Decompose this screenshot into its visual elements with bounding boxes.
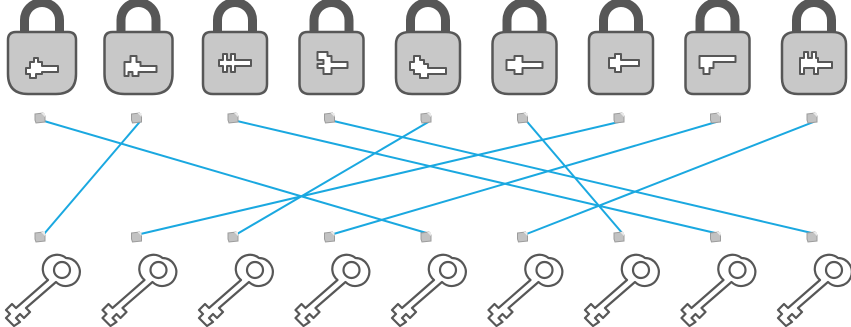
connection-lines <box>43 120 817 235</box>
key-7-connector[interactable] <box>613 231 625 243</box>
lock-shackle <box>599 0 643 38</box>
key-ring-hole <box>52 260 72 280</box>
connection-line-lock-5-key-3[interactable] <box>236 120 431 235</box>
lock-3-connector[interactable] <box>227 112 239 124</box>
lock-shackle <box>309 0 354 38</box>
key-2-connector[interactable] <box>131 231 142 243</box>
connection-line-lock-8-key-4[interactable] <box>333 120 720 235</box>
lock-6-connector-highlight <box>523 113 528 117</box>
lock-1-connector[interactable] <box>34 112 46 124</box>
lock-9 <box>780 0 848 96</box>
key-ring-hole <box>631 260 651 280</box>
connection-line-lock-1-key-5[interactable] <box>43 120 431 235</box>
key-7-connector-highlight <box>620 232 624 236</box>
key-3-connector-highlight <box>234 232 238 236</box>
lock-row <box>6 0 848 96</box>
lock-5-connector[interactable] <box>420 112 432 124</box>
key-5[interactable] <box>390 253 467 327</box>
key-ring-hole <box>535 260 554 280</box>
connection-line-lock-3-key-8[interactable] <box>236 120 720 235</box>
lock-shackle <box>20 0 64 38</box>
lock-9-connector-highlight <box>813 113 817 117</box>
key-1-connector[interactable] <box>34 231 46 243</box>
key-9[interactable] <box>776 253 851 327</box>
connection-line-lock-9-key-6[interactable] <box>526 120 817 235</box>
key-ring-hole <box>824 260 844 280</box>
lock-5-connector-highlight <box>427 113 431 117</box>
key-4-connector-highlight <box>330 232 335 236</box>
key-9-connector[interactable] <box>806 231 818 243</box>
lock-2-connector[interactable] <box>131 112 142 124</box>
key-connector-row <box>34 231 818 243</box>
lock-3 <box>201 0 269 96</box>
key-5-connector[interactable] <box>420 231 432 243</box>
key-2[interactable] <box>101 253 178 327</box>
connection-line-lock-7-key-2[interactable] <box>140 120 624 235</box>
key-4-connector[interactable] <box>324 231 335 243</box>
lock-shackle <box>502 0 547 38</box>
lock-5 <box>394 0 462 96</box>
key-6-connector[interactable] <box>517 231 528 243</box>
key-notch-hook <box>698 55 737 75</box>
lock-9-connector[interactable] <box>806 112 818 124</box>
key-3[interactable] <box>197 253 274 327</box>
lock-6-connector[interactable] <box>517 112 528 124</box>
key-4[interactable] <box>294 253 371 327</box>
key-8-connector[interactable] <box>710 231 721 243</box>
lock-8-connector[interactable] <box>710 112 721 124</box>
key-6[interactable] <box>487 253 564 327</box>
lock-shackle <box>116 0 161 38</box>
lock-3-connector-highlight <box>234 113 238 117</box>
key-notch-pronged <box>218 53 252 73</box>
key-8-connector-highlight <box>716 232 721 236</box>
key-notch-blocky <box>316 51 349 75</box>
lock-1 <box>6 0 78 96</box>
key-1-connector-highlight <box>41 232 45 236</box>
key-ring-hole <box>342 260 361 280</box>
connection-line-lock-6-key-7[interactable] <box>525 120 624 235</box>
key-ring-hole <box>438 260 458 280</box>
lock-4 <box>298 0 365 96</box>
lock-7-connector-highlight <box>620 113 624 117</box>
lock-2-connector-highlight <box>137 113 142 117</box>
key-notch-single <box>505 55 544 75</box>
key-9-connector-highlight <box>813 232 817 236</box>
connection-line-lock-2-key-1[interactable] <box>43 120 142 235</box>
lock-1-connector-highlight <box>41 113 45 117</box>
key-7[interactable] <box>583 253 660 327</box>
key-5-connector-highlight <box>427 232 431 236</box>
key-notch-double <box>123 55 158 77</box>
key-notch-wide <box>25 57 59 79</box>
lock-7-connector[interactable] <box>613 112 625 124</box>
key-8[interactable] <box>680 253 757 327</box>
key-notch-twin <box>799 51 833 75</box>
lock-6 <box>491 0 558 96</box>
lock-7 <box>587 0 655 96</box>
lock-shackle <box>792 0 836 38</box>
key-notch-short <box>608 53 640 73</box>
key-1[interactable] <box>4 253 81 327</box>
lock-4-connector[interactable] <box>324 112 335 124</box>
lock-shackle <box>213 0 257 38</box>
key-ring-hole <box>149 260 168 280</box>
key-3-connector[interactable] <box>227 231 239 243</box>
lock-8 <box>684 0 751 96</box>
lock-4-connector-highlight <box>330 113 335 117</box>
lock-2 <box>103 0 174 96</box>
key-6-connector-highlight <box>523 232 528 236</box>
key-ring-hole <box>728 260 747 280</box>
key-ring-hole <box>245 260 265 280</box>
lock-8-connector-highlight <box>716 113 721 117</box>
key-notch-stepped <box>409 55 447 79</box>
lock-shackle <box>695 0 740 38</box>
lock-shackle <box>406 0 450 38</box>
key-2-connector-highlight <box>137 232 142 236</box>
key-row <box>4 253 851 327</box>
lock-connector-row <box>34 112 818 124</box>
